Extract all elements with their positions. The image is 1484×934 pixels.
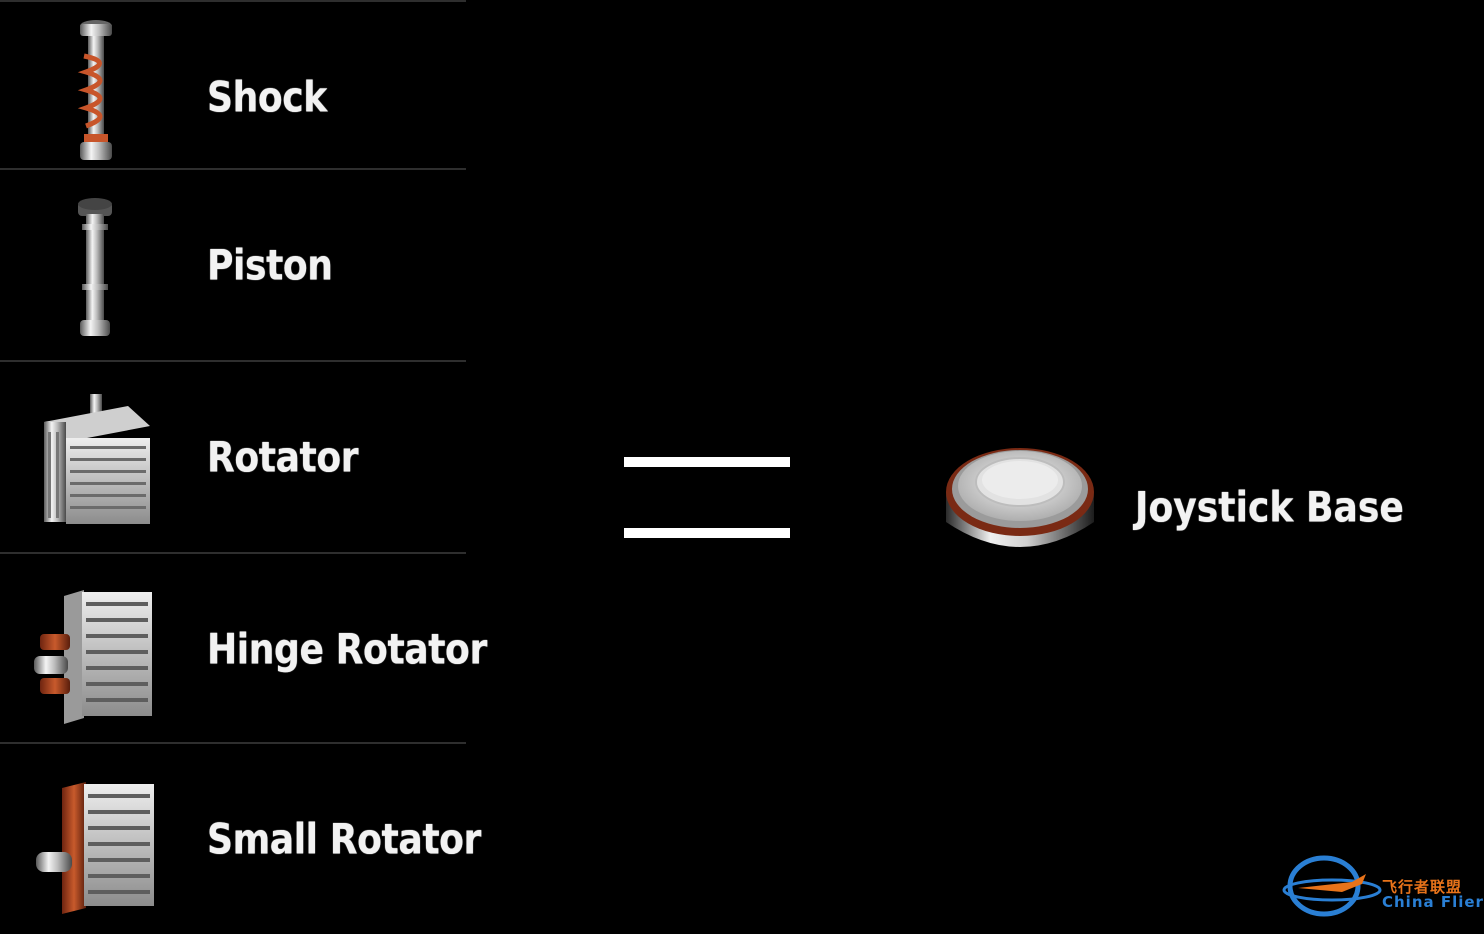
parts-list: Shock Piston (0, 0, 487, 928)
plane-logo-icon (1282, 855, 1382, 917)
watermark-en: China Flier (1382, 893, 1484, 911)
result-label: Joystick Base (1135, 482, 1404, 532)
part-item-piston[interactable]: Piston (0, 168, 466, 360)
part-item-small-rotator[interactable]: Small Rotator (0, 742, 481, 934)
piston-icon (28, 184, 168, 344)
part-item-shock[interactable]: Shock (0, 0, 466, 192)
small-rotator-icon (28, 758, 168, 918)
part-item-hinge-rotator[interactable]: Hinge Rotator (0, 552, 487, 744)
shock-icon (28, 16, 168, 176)
result-part[interactable]: Joystick Base (940, 440, 1404, 570)
part-label: Shock (207, 72, 327, 122)
watermark-cn: 飞行者联盟 (1382, 878, 1463, 896)
equals-icon (624, 457, 790, 541)
part-label: Rotator (207, 432, 359, 482)
part-item-rotator[interactable]: Rotator (0, 360, 466, 552)
watermark: 飞行者联盟 China Flier (1282, 852, 1483, 920)
joystick-base-icon (940, 440, 1105, 565)
part-label: Piston (207, 240, 333, 290)
part-label: Small Rotator (207, 814, 481, 864)
hinge-rotator-icon (28, 568, 168, 728)
rotator-icon (28, 376, 168, 536)
part-label: Hinge Rotator (207, 624, 487, 674)
